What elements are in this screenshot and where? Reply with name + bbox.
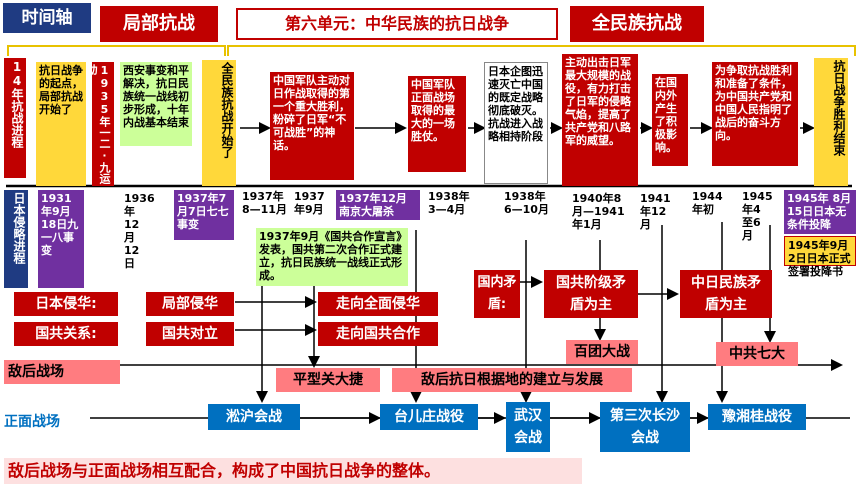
songhu-battle: 淞沪会战 xyxy=(208,404,300,430)
toward-full-aggression: 走向全面侵华 xyxy=(318,292,438,316)
date-1937-12: 1937年12月南京大屠杀 xyxy=(336,190,420,220)
process-label: 14年抗战进程 xyxy=(4,58,26,178)
date-1931: 1931年9月18日九一八事变 xyxy=(38,190,84,288)
hundred-regiments: 百团大战 xyxy=(566,340,638,364)
timeline-label: 时间轴 xyxy=(3,3,91,33)
event-victory: 抗日战争胜利结束 xyxy=(814,58,848,186)
event-pingxingguan-note: 中国军队主动对日作战取得的第一个重大胜利，粉碎了日军“不可战胜”的神话。 xyxy=(270,72,354,180)
date-1937-9: 1937年9月 xyxy=(294,190,325,216)
wuhan-battle: 武汉会战 xyxy=(506,402,550,452)
japan-aggression-process: 日本侵略进程 xyxy=(4,190,28,288)
event-changsha-note: 在国内外产生了积极影响。 xyxy=(652,74,688,166)
local-war-title: 局部抗战 xyxy=(100,6,218,42)
date-1945-9: 1945年9月2日日本正式签署投降书 xyxy=(784,236,856,278)
event-wuhan-note: 日本企图迅速灭亡中国的既定战略彻底破灭。抗战进入战略相持阶段 xyxy=(484,62,548,184)
rear-battlefield-label: 敌后战场 xyxy=(4,360,120,384)
date-1938-6: 1938年6—10月 xyxy=(504,190,549,216)
date-1945-8: 1945年 8月15日日本无条件投降 xyxy=(784,190,856,234)
taierzhuang-battle: 台儿庄战役 xyxy=(380,404,478,430)
date-1938-3: 1938年3—4月 xyxy=(428,190,470,216)
national-war-title: 全民族抗战 xyxy=(570,6,704,42)
date-1937-7: 1937年7月7日七七事变 xyxy=(174,190,234,240)
class-conflict: 国共阶级矛盾为主 xyxy=(544,270,638,318)
event-1931-note: 抗日战争的起点，局部抗战开始了 xyxy=(36,62,86,186)
base-areas: 敌后抗日根据地的建立与发展 xyxy=(392,368,632,392)
event-1935: 1935年一二·九运动 xyxy=(85,62,114,186)
event-cpc7-note: 为争取抗战胜利和准备了条件，为中国共产党和中国人民指明了战后的奋斗方向。 xyxy=(712,62,798,166)
event-taierzhuang-note: 中国军队正面战场取得的最大的一场胜仗。 xyxy=(408,76,466,172)
event-xian: 西安事变和平解决，抗日民族统一战线初步形成，十年内战基本结束 xyxy=(120,62,192,146)
event-hundred-regiments-note: 主动出击日军最大规模的战役，有力打击了日军的侵略气焰，提高了共产党和八路军的威望… xyxy=(562,54,638,186)
national-conflict: 中日民族矛盾为主 xyxy=(680,270,772,318)
date-1944: 1944年初 xyxy=(692,190,723,216)
kmt-cpc-opposition: 国共对立 xyxy=(146,322,234,346)
toward-cooperation: 走向国共合作 xyxy=(318,322,438,346)
changsha-battle: 第三次长沙会战 xyxy=(600,402,690,452)
date-1940: 1940年8月—1941年1月 xyxy=(572,192,625,231)
yuxianggui-battle: 豫湘桂战役 xyxy=(708,404,806,430)
unit-title: 第六单元：中华民族的抗日战争 xyxy=(236,8,558,40)
date-1945-4: 1945年4至6月 xyxy=(742,190,773,242)
cpc-seventh-congress: 中共七大 xyxy=(716,342,798,366)
date-1937-8: 1937年8—11月 xyxy=(242,190,287,216)
japan-aggression-label: 日本侵华: xyxy=(14,292,118,316)
event-full-war: 全民族抗战开始了 xyxy=(202,60,236,186)
pingxingguan: 平型关大捷 xyxy=(276,368,380,392)
front-battlefield-label: 正面战场 xyxy=(4,410,90,434)
date-1941: 1941年12月 xyxy=(640,192,671,231)
kmt-cpc-cooperation-note: 1937年9月《国共合作宣言》发表，国共第二次合作正式建立，抗日民族统一战线正式… xyxy=(256,228,408,286)
domestic-conflict-label: 国内矛盾: xyxy=(474,270,520,318)
local-aggression: 局部侵华 xyxy=(146,292,234,316)
conclusion: 敌后战场与正面战场相互配合，构成了中国抗日战争的整体。 xyxy=(4,458,582,484)
kmt-cpc-label: 国共关系: xyxy=(14,322,118,346)
date-1936: 1936年12月12日 xyxy=(124,192,155,270)
